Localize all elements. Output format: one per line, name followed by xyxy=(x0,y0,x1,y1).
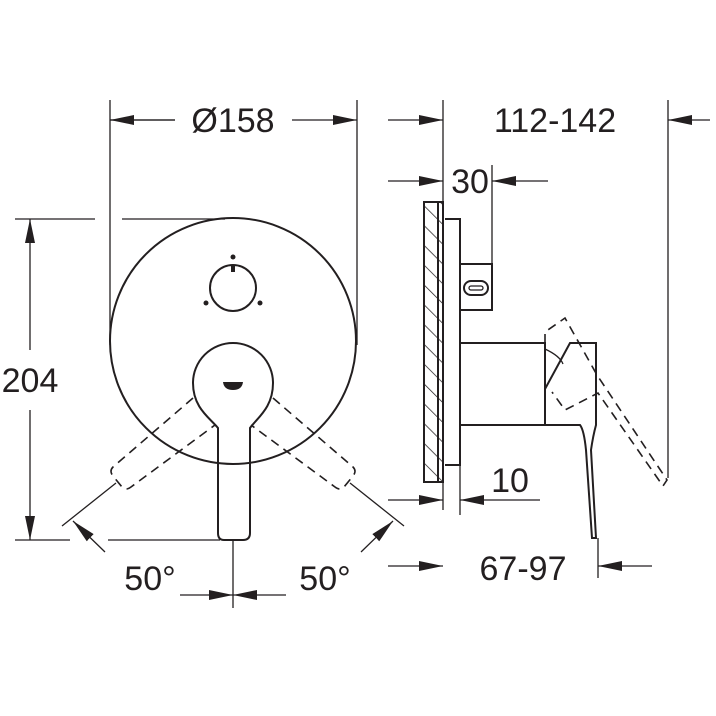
box-depth-label: 30 xyxy=(451,163,489,201)
lever-handle xyxy=(191,342,275,541)
wall-section xyxy=(423,201,444,483)
cover-plate-side xyxy=(445,218,461,466)
diameter-label: Ø158 xyxy=(191,102,274,140)
angle-left-label: 50° xyxy=(124,560,175,598)
plate-thickness-label: 10 xyxy=(491,462,529,500)
mixer-body xyxy=(460,342,546,426)
lever-range-label: 67-97 xyxy=(480,550,567,588)
side-view: 112-142 30 10 67-97 xyxy=(388,100,710,588)
depth-range-label: 112-142 xyxy=(494,102,616,140)
height-label: 204 xyxy=(2,362,59,400)
lever-side xyxy=(544,342,598,539)
front-view: Ø158 204 50° 50° xyxy=(2,100,405,608)
diverter-knob xyxy=(209,264,257,312)
angle-right-label: 50° xyxy=(299,560,350,598)
cover-plate xyxy=(109,217,357,465)
diverter-box xyxy=(459,263,493,311)
